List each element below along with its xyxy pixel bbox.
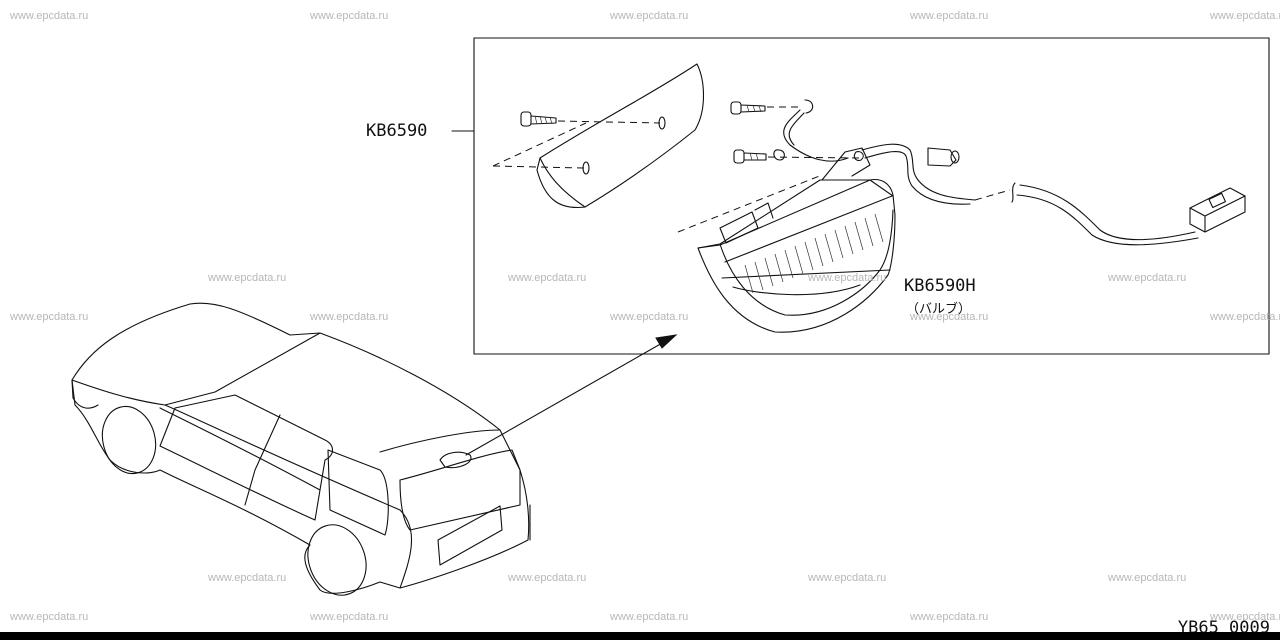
bulb-socket [928, 148, 959, 166]
watermark-text: www.epcdata.ru [310, 311, 389, 323]
part-bulb-note: （バルブ） [906, 302, 972, 317]
watermark-text: www.epcdata.ru [1210, 611, 1280, 623]
lamp-screw-upper [731, 102, 765, 114]
grommet [774, 150, 785, 160]
bottom-bar [0, 632, 1280, 640]
part-number-bulb: KB6590H [904, 276, 976, 296]
watermark-text: www.epcdata.ru [1108, 572, 1187, 584]
part-number-cover: KB6590 [366, 121, 428, 141]
watermark-text: www.epcdata.ru [10, 611, 89, 623]
watermark-text: www.epcdata.ru [10, 311, 89, 323]
watermark-text: www.epcdata.ru [10, 10, 89, 22]
watermark-text: www.epcdata.ru [610, 10, 689, 22]
detail-frame [474, 38, 1269, 354]
lamp-cover [537, 64, 704, 208]
watermark-text: www.epcdata.ru [910, 311, 989, 323]
watermark-text: www.epcdata.ru [610, 611, 689, 623]
watermark-text: www.epcdata.ru [1108, 272, 1187, 284]
assembly-line-3 [493, 123, 586, 166]
station-wagon [72, 303, 530, 603]
watermark-text: www.epcdata.ru [610, 311, 689, 323]
assembly-line-2 [493, 166, 584, 168]
watermark-text: www.epcdata.ru [910, 10, 989, 22]
assembly-line-6 [678, 175, 822, 232]
watermark-text: www.epcdata.ru [310, 611, 389, 623]
watermark-text: www.epcdata.ru [208, 272, 287, 284]
callout-arrow [466, 335, 676, 455]
watermark-text: www.epcdata.ru [808, 572, 887, 584]
watermark-text: www.epcdata.ru [208, 572, 287, 584]
watermark-text: www.epcdata.ru [910, 611, 989, 623]
watermark-text: www.epcdata.ru [1210, 311, 1280, 323]
watermark-text: www.epcdata.ru [508, 272, 587, 284]
watermark-text: www.epcdata.ru [1210, 10, 1280, 22]
wire-harness [784, 100, 1198, 245]
watermark-text: www.epcdata.ru [808, 272, 887, 284]
watermark-text: www.epcdata.ru [310, 10, 389, 22]
assembly-line-5 [768, 157, 860, 158]
assembly-line-1 [558, 121, 660, 123]
lamp-screw-lower [734, 150, 766, 163]
watermark-text: www.epcdata.ru [508, 572, 587, 584]
stop-lamp-body [698, 148, 895, 332]
wire-connector [1190, 188, 1245, 232]
cover-screw [521, 112, 556, 126]
